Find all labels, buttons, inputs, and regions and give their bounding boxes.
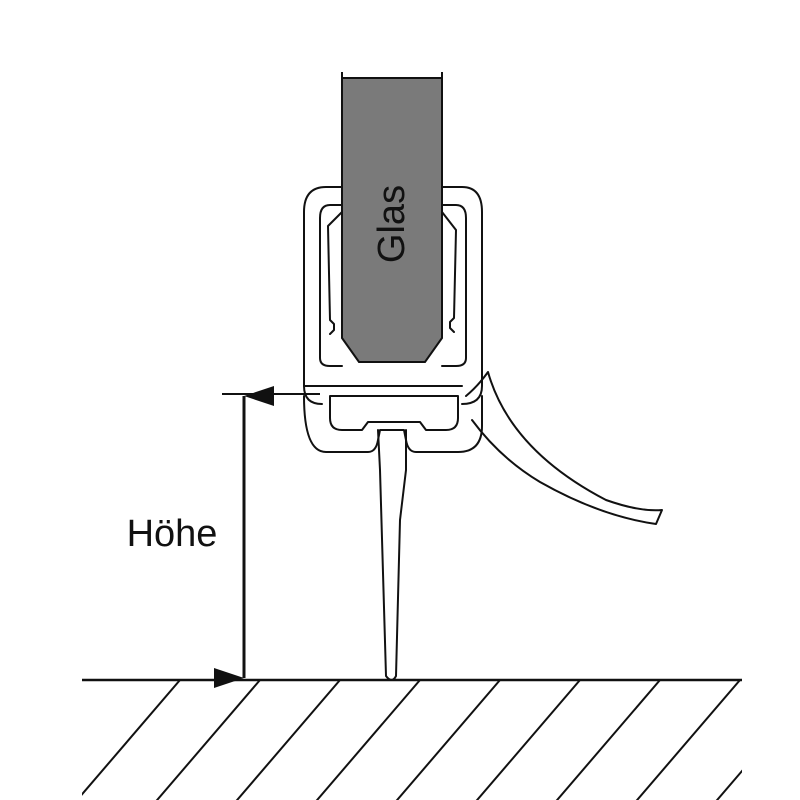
glass-label: Glas xyxy=(371,185,413,263)
floor xyxy=(82,678,742,800)
vertical-fin xyxy=(377,429,407,681)
seal-channel-inner xyxy=(319,204,467,367)
wiper-blade xyxy=(465,371,663,525)
seal-base-outer xyxy=(303,395,483,453)
height-dimension: Höhe xyxy=(127,386,320,688)
seal-channel-outer xyxy=(303,186,483,405)
right-inner-lip xyxy=(441,211,457,333)
left-inner-lip xyxy=(327,211,343,335)
floor-hatching xyxy=(82,680,742,800)
seal-profile xyxy=(303,186,663,681)
height-label: Höhe xyxy=(127,513,218,555)
glass-pane: Glas xyxy=(341,72,443,363)
seal-base-cavity xyxy=(329,395,459,431)
